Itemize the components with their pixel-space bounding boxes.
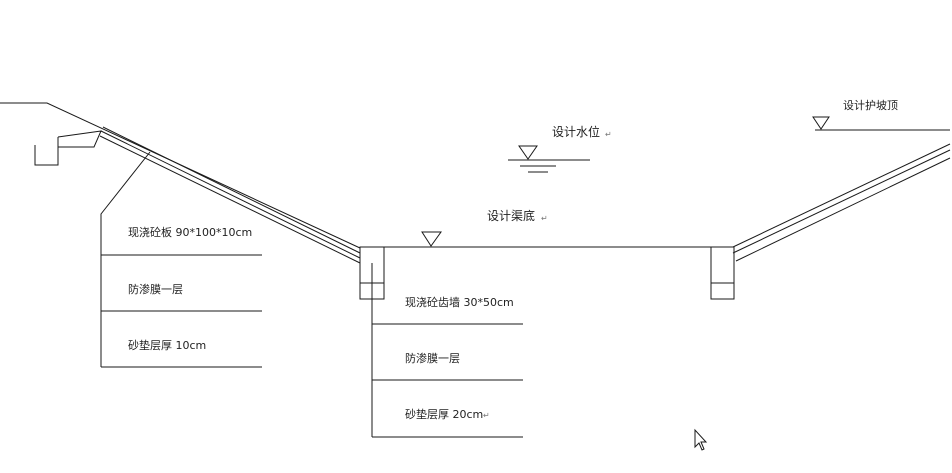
paragraph-mark: ↵ xyxy=(483,411,490,420)
bottom-callout-text-2: 防渗膜一层 xyxy=(405,352,460,365)
left-callout-text-2: 防渗膜一层 xyxy=(128,283,183,296)
bottom-callout-text-1: 现浇砼齿墙 30*50cm xyxy=(405,296,514,309)
left-callout-leader xyxy=(101,152,150,367)
water-level-triangle-icon xyxy=(519,146,537,159)
design-slope-top-label: 设计护坡顶 xyxy=(843,99,898,112)
right-slope-lining-mid xyxy=(733,150,950,253)
left-slope-lining-inner xyxy=(100,136,360,263)
paragraph-mark: ↵ xyxy=(605,130,612,139)
left-slope-lining-mid xyxy=(103,127,360,253)
design-water-level-label: 设计水位 xyxy=(552,125,601,139)
left-callout-text-1: 现浇砼板 90*100*10cm xyxy=(128,226,253,239)
left-crest-drain xyxy=(35,131,101,165)
right-slope-lining-outer xyxy=(733,144,950,247)
arrow-cursor-icon xyxy=(695,430,706,450)
paragraph-mark: ↵ xyxy=(541,214,548,223)
right-slope-lining-inner xyxy=(736,158,950,261)
left-ground-line xyxy=(0,103,360,248)
bottom-callout-text-3: 砂垫层厚 20cm xyxy=(405,408,484,421)
design-canal-bottom-label: 设计渠底 xyxy=(487,209,536,223)
canal-bottom-triangle-icon xyxy=(422,232,441,246)
left-callout-text-3: 砂垫层厚 10cm xyxy=(128,339,207,352)
slope-top-triangle-icon xyxy=(813,117,829,129)
left-slope-lining-outer xyxy=(101,131,360,258)
right-toe-wall xyxy=(711,247,734,299)
